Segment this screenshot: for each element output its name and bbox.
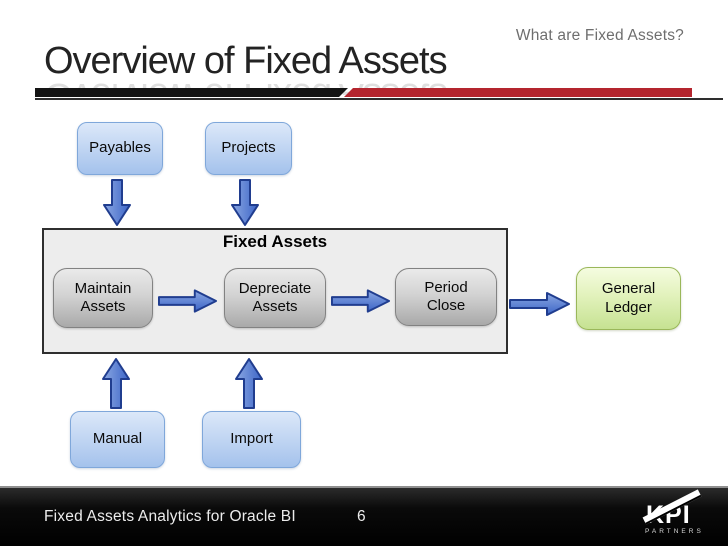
box-depreciate-assets: Depreciate Assets (224, 268, 326, 328)
fixed-assets-container-title: Fixed Assets (222, 232, 328, 251)
arrow-period-to-ledger-icon (509, 291, 571, 317)
arrow-maintain-to-depreciate-icon (158, 288, 218, 314)
kicker-text: What are Fixed Assets? (515, 27, 684, 44)
box-period-close: Period Close (395, 268, 497, 326)
box-maintain-assets: Maintain Assets (53, 268, 153, 328)
footer-bar (0, 486, 728, 546)
box-projects: Projects (205, 122, 292, 175)
box-manual: Manual (70, 411, 165, 468)
divider-underline (35, 98, 723, 100)
kpi-logo-subtext: PARTNERS (645, 528, 704, 535)
divider-red-segment (344, 88, 692, 97)
box-payables: Payables (77, 122, 163, 175)
kpi-partners-logo: KPI PARTNERS (642, 489, 707, 539)
arrow-up-manual-icon (101, 357, 131, 409)
arrow-down-payables-icon (102, 179, 132, 227)
arrow-up-import-icon (234, 357, 264, 409)
box-general-ledger: General Ledger (576, 267, 681, 330)
page-title: Overview of Fixed Assets (44, 40, 448, 82)
divider-black-segment (35, 88, 348, 97)
arrow-down-projects-icon (230, 179, 260, 227)
arrow-depreciate-to-period-icon (331, 288, 391, 314)
page-number: 6 (357, 508, 366, 525)
box-import: Import (202, 411, 301, 468)
footer-title: Fixed Assets Analytics for Oracle BI (44, 508, 296, 525)
